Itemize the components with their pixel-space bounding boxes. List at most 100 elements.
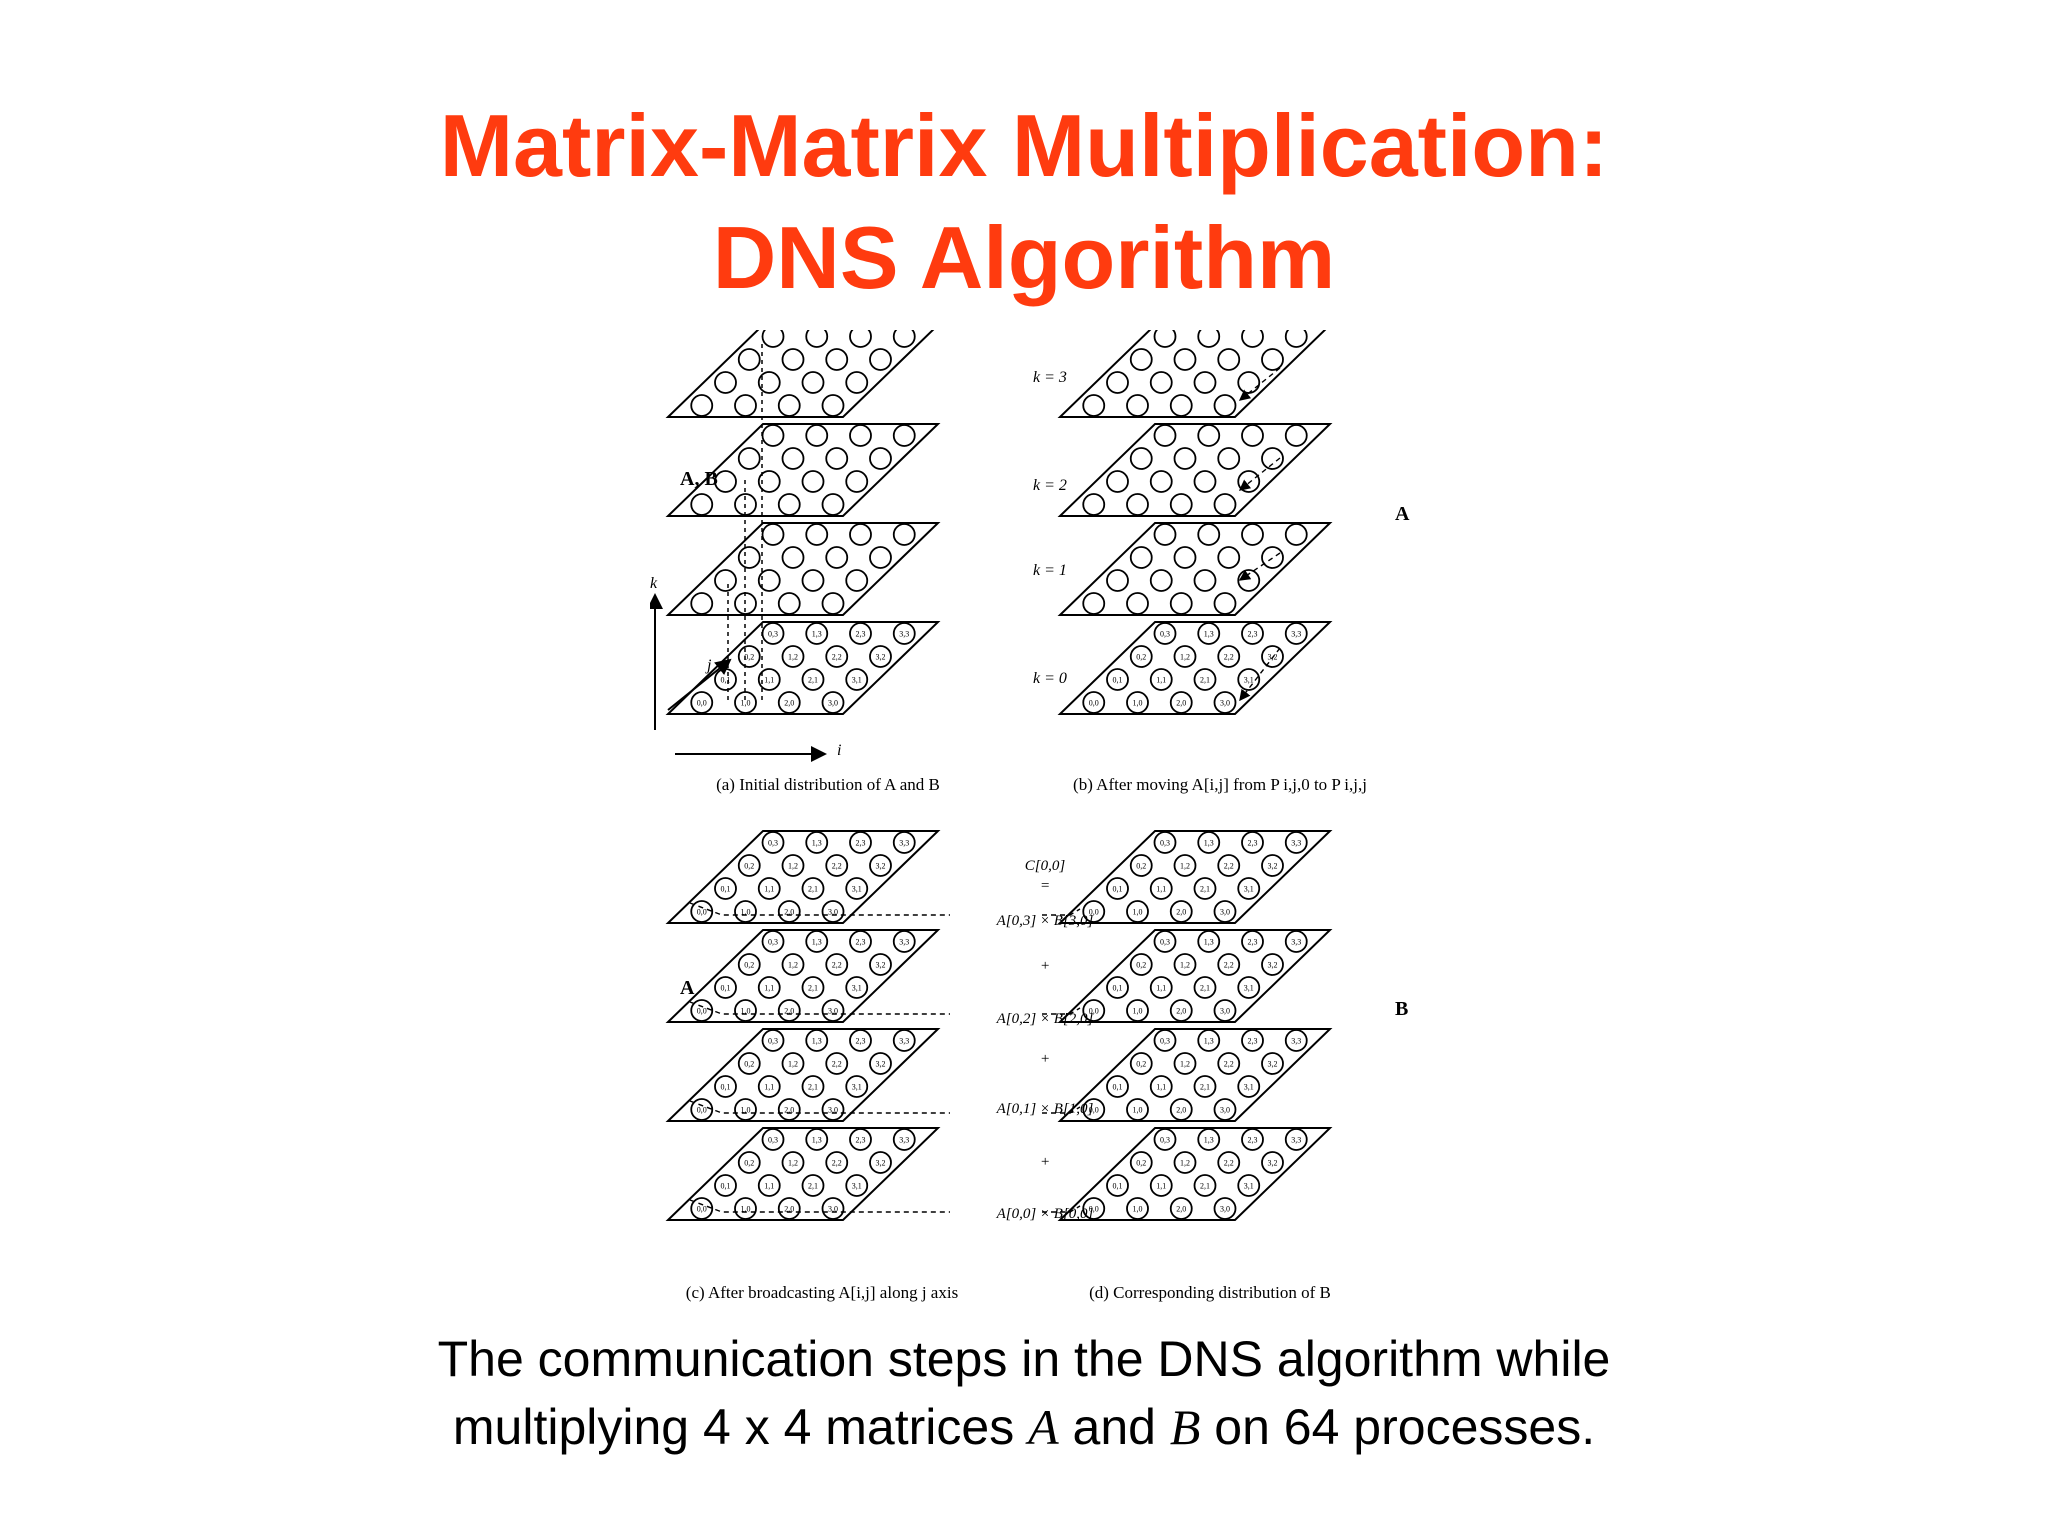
broadcast-line	[1042, 1007, 1081, 1015]
process-node	[821, 1098, 845, 1121]
process-node	[757, 1075, 781, 1098]
process-node	[849, 1029, 872, 1052]
process-node	[1129, 953, 1153, 976]
process-node-label: 2,0	[784, 908, 794, 917]
process-node	[690, 999, 714, 1022]
process-node-label: 0,3	[1160, 839, 1170, 848]
processor-plane	[1057, 1028, 1333, 1122]
process-node-label: 1,1	[1156, 984, 1166, 993]
process-node-label: 2,2	[1224, 653, 1234, 662]
process-node-label: 3,1	[1244, 1182, 1254, 1191]
process-node-label: 0,2	[744, 653, 754, 662]
process-node-label: 1,0	[741, 1106, 751, 1115]
process-node	[1126, 999, 1149, 1022]
process-node	[1241, 523, 1264, 546]
process-node	[1169, 1098, 1193, 1121]
process-node	[1173, 953, 1197, 976]
process-node	[1193, 976, 1217, 999]
process-node	[777, 394, 801, 417]
caption-line-1: The communication steps in the DNS algor…	[437, 1331, 1611, 1387]
processor-plane	[665, 830, 941, 924]
process-node-label: 2,1	[808, 984, 818, 993]
process-node	[849, 622, 872, 645]
process-node	[845, 569, 869, 592]
process-node	[1082, 900, 1106, 923]
sum-term-label: A[0,0] × B[0,0]	[996, 1206, 1094, 1222]
process-node-label: 3,3	[1291, 1037, 1301, 1046]
process-node	[761, 1029, 785, 1052]
process-node-label: 1,3	[812, 630, 822, 639]
process-node	[1173, 447, 1197, 470]
k-axis-label: k	[650, 575, 658, 592]
process-node	[869, 1052, 892, 1075]
sum-term-label: +	[1040, 1154, 1050, 1170]
process-node	[849, 831, 872, 854]
process-node-label: 2,1	[808, 1182, 818, 1191]
process-node-label: 1,2	[1180, 1159, 1190, 1168]
process-node	[892, 831, 916, 854]
process-node	[690, 493, 714, 516]
process-node	[801, 1075, 825, 1098]
process-node-label: 2,3	[856, 839, 866, 848]
process-node	[1149, 877, 1173, 900]
process-node	[1173, 546, 1197, 569]
process-node-label: 1,3	[1204, 1037, 1214, 1046]
process-node-label: 3,0	[828, 699, 838, 708]
process-node	[1153, 424, 1177, 447]
process-node	[801, 668, 825, 691]
process-node	[1284, 330, 1308, 348]
process-node	[1126, 900, 1149, 923]
process-node	[892, 1029, 916, 1052]
process-node-label: 1,2	[788, 961, 798, 970]
process-node	[781, 645, 805, 668]
process-node	[1217, 1151, 1241, 1174]
process-node-label: 2,2	[832, 653, 842, 662]
process-node	[1217, 546, 1241, 569]
process-node	[1213, 1098, 1237, 1121]
process-node	[821, 900, 845, 923]
matrix-b-symbol: B	[1169, 1399, 1201, 1455]
process-node	[1237, 1075, 1261, 1098]
processor-plane	[1057, 1127, 1333, 1221]
process-node-label: 0,1	[721, 885, 731, 894]
process-node-label: 2,0	[1176, 1007, 1186, 1016]
processor-plane	[1057, 830, 1333, 924]
process-node	[801, 877, 825, 900]
process-node-label: 3,2	[876, 961, 886, 970]
process-node	[1129, 645, 1153, 668]
process-node	[869, 348, 892, 371]
process-node-label: 3,2	[876, 653, 886, 662]
process-node	[737, 953, 761, 976]
process-node-label: 1,0	[741, 1007, 751, 1016]
process-node	[1217, 1052, 1241, 1075]
process-node	[1217, 447, 1241, 470]
process-node	[845, 371, 869, 394]
process-node	[781, 953, 805, 976]
process-node	[1193, 470, 1217, 493]
process-node	[869, 645, 892, 668]
sum-term-label: =	[1040, 878, 1050, 894]
process-node	[1149, 1174, 1173, 1197]
process-node-label: 2,2	[832, 1060, 842, 1069]
process-node	[1082, 394, 1106, 417]
process-node-label: 0,0	[1089, 699, 1099, 708]
process-node-label: 2,0	[1176, 1106, 1186, 1115]
process-node-label: 0,3	[1160, 1136, 1170, 1145]
process-node-label: 1,2	[788, 653, 798, 662]
process-node	[737, 546, 761, 569]
sum-term-label: A[0,2] × B[2,0]	[996, 1011, 1094, 1027]
process-node	[825, 348, 849, 371]
panel-b-side-label: A	[1395, 503, 1410, 525]
process-node	[1169, 691, 1193, 714]
process-node	[849, 523, 872, 546]
process-node-label: 1,1	[764, 1182, 774, 1191]
process-node-label: 0,0	[1089, 908, 1099, 917]
process-node	[737, 854, 761, 877]
process-node-label: 3,2	[876, 1060, 886, 1069]
process-node-label: 0,3	[768, 839, 778, 848]
process-node	[1213, 1197, 1237, 1220]
process-node	[1169, 394, 1193, 417]
process-node	[781, 1052, 805, 1075]
process-node-label: 0,1	[721, 1083, 731, 1092]
